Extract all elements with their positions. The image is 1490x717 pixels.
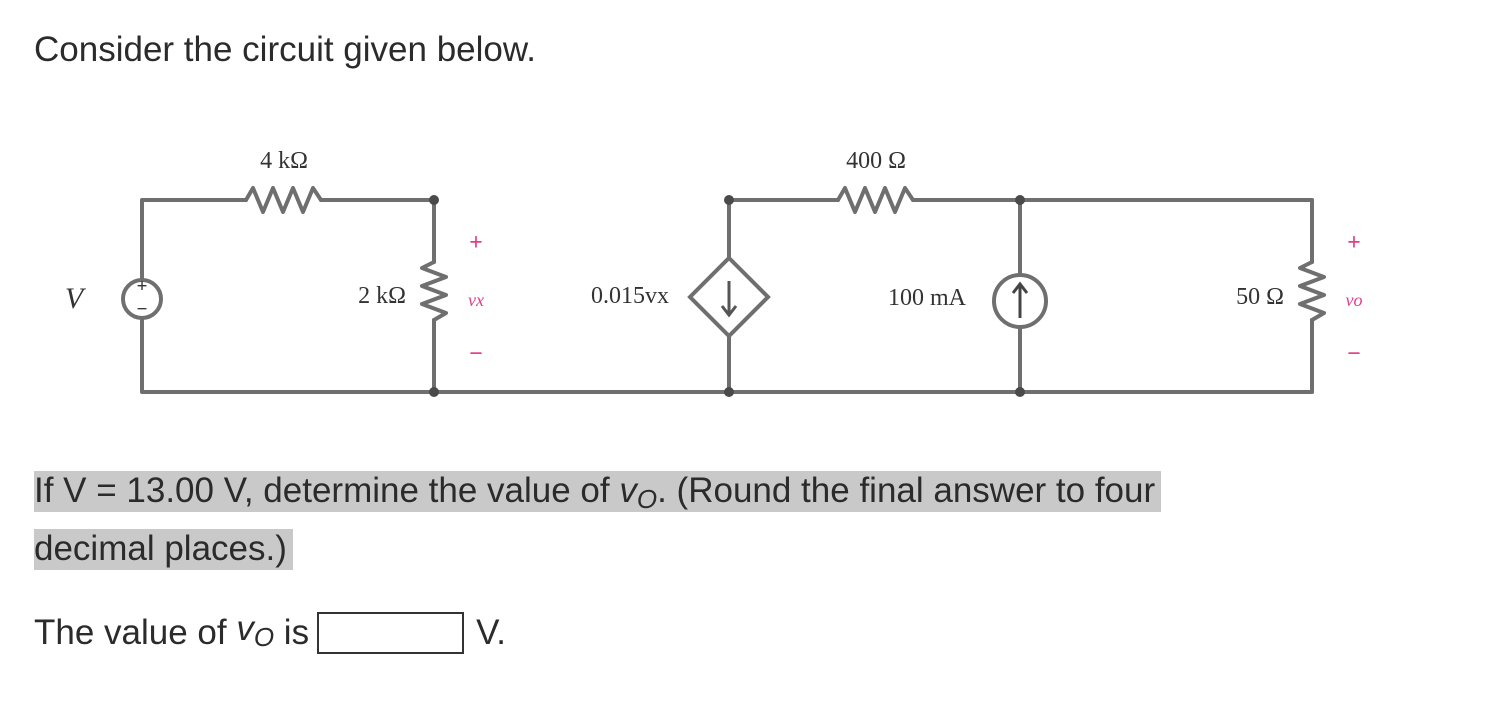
resistor-400-label: 400 Ω: [846, 148, 906, 174]
node-dot: [1015, 195, 1025, 205]
resistor-4k-zigzag: [244, 186, 323, 214]
node-dot: [1015, 387, 1025, 397]
answer-input[interactable]: [317, 612, 465, 654]
source-plus-sign: +: [137, 276, 148, 297]
answer-row: The value of vO is V.: [34, 606, 506, 660]
answer-var-subscript: O: [253, 622, 275, 652]
vx-plus-sign: +: [469, 230, 483, 256]
resistor-400-zigzag: [836, 186, 915, 214]
node-dot: [724, 387, 734, 397]
question-highlight: If V = 13.00 V, determine the value of v…: [34, 471, 1162, 570]
answer-prefix: The value of: [34, 613, 237, 652]
wire-top-to-node-a: [319, 198, 436, 264]
resistor-4k-label: 4 kΩ: [260, 148, 308, 174]
resistor-50-label: 50 Ω: [1236, 284, 1284, 310]
node-dot: [429, 387, 439, 397]
node-dot: [724, 195, 734, 205]
answer-unit: V.: [476, 613, 506, 652]
voltage-source-icon: [121, 278, 163, 320]
answer-var-letter: v: [236, 609, 254, 648]
question-var-subscript: O: [636, 484, 658, 514]
question-text: If V = 13.00 V, determine the value of v…: [34, 466, 1214, 574]
answer-variable: vO: [236, 606, 274, 660]
intro-text: Consider the circuit given below.: [34, 30, 536, 69]
source-minus-sign: −: [137, 299, 148, 320]
current-source-label: 100 mA: [888, 285, 967, 311]
dependent-current-source-icon: [687, 255, 771, 339]
dependent-source-label: 0.015vx: [591, 283, 669, 309]
vo-plus-sign: +: [1347, 230, 1361, 256]
circuit-nodes: [429, 195, 1025, 397]
current-source-icon: [992, 273, 1048, 329]
vx-label: vx: [468, 290, 484, 310]
question-part1: If V = 13.00 V, determine the value of: [34, 471, 620, 510]
vo-minus-sign: −: [1347, 341, 1361, 367]
node-dot: [429, 195, 439, 205]
question-var-letter: v: [619, 471, 637, 510]
question-part2: . (Round the final answer to four decima…: [34, 471, 1156, 568]
vo-label: vo: [1346, 290, 1363, 310]
resistor-2k-zigzag: [420, 260, 448, 322]
resistor-50-zigzag: [1298, 260, 1326, 322]
vx-minus-sign: −: [469, 341, 483, 367]
wire-left-bottom: [140, 315, 1314, 394]
question-variable: vO: [619, 471, 657, 514]
source-label: V: [65, 282, 87, 315]
answer-mid: is: [274, 613, 310, 652]
resistor-2k-label: 2 kΩ: [358, 283, 406, 309]
wire-left-top: [140, 198, 248, 282]
